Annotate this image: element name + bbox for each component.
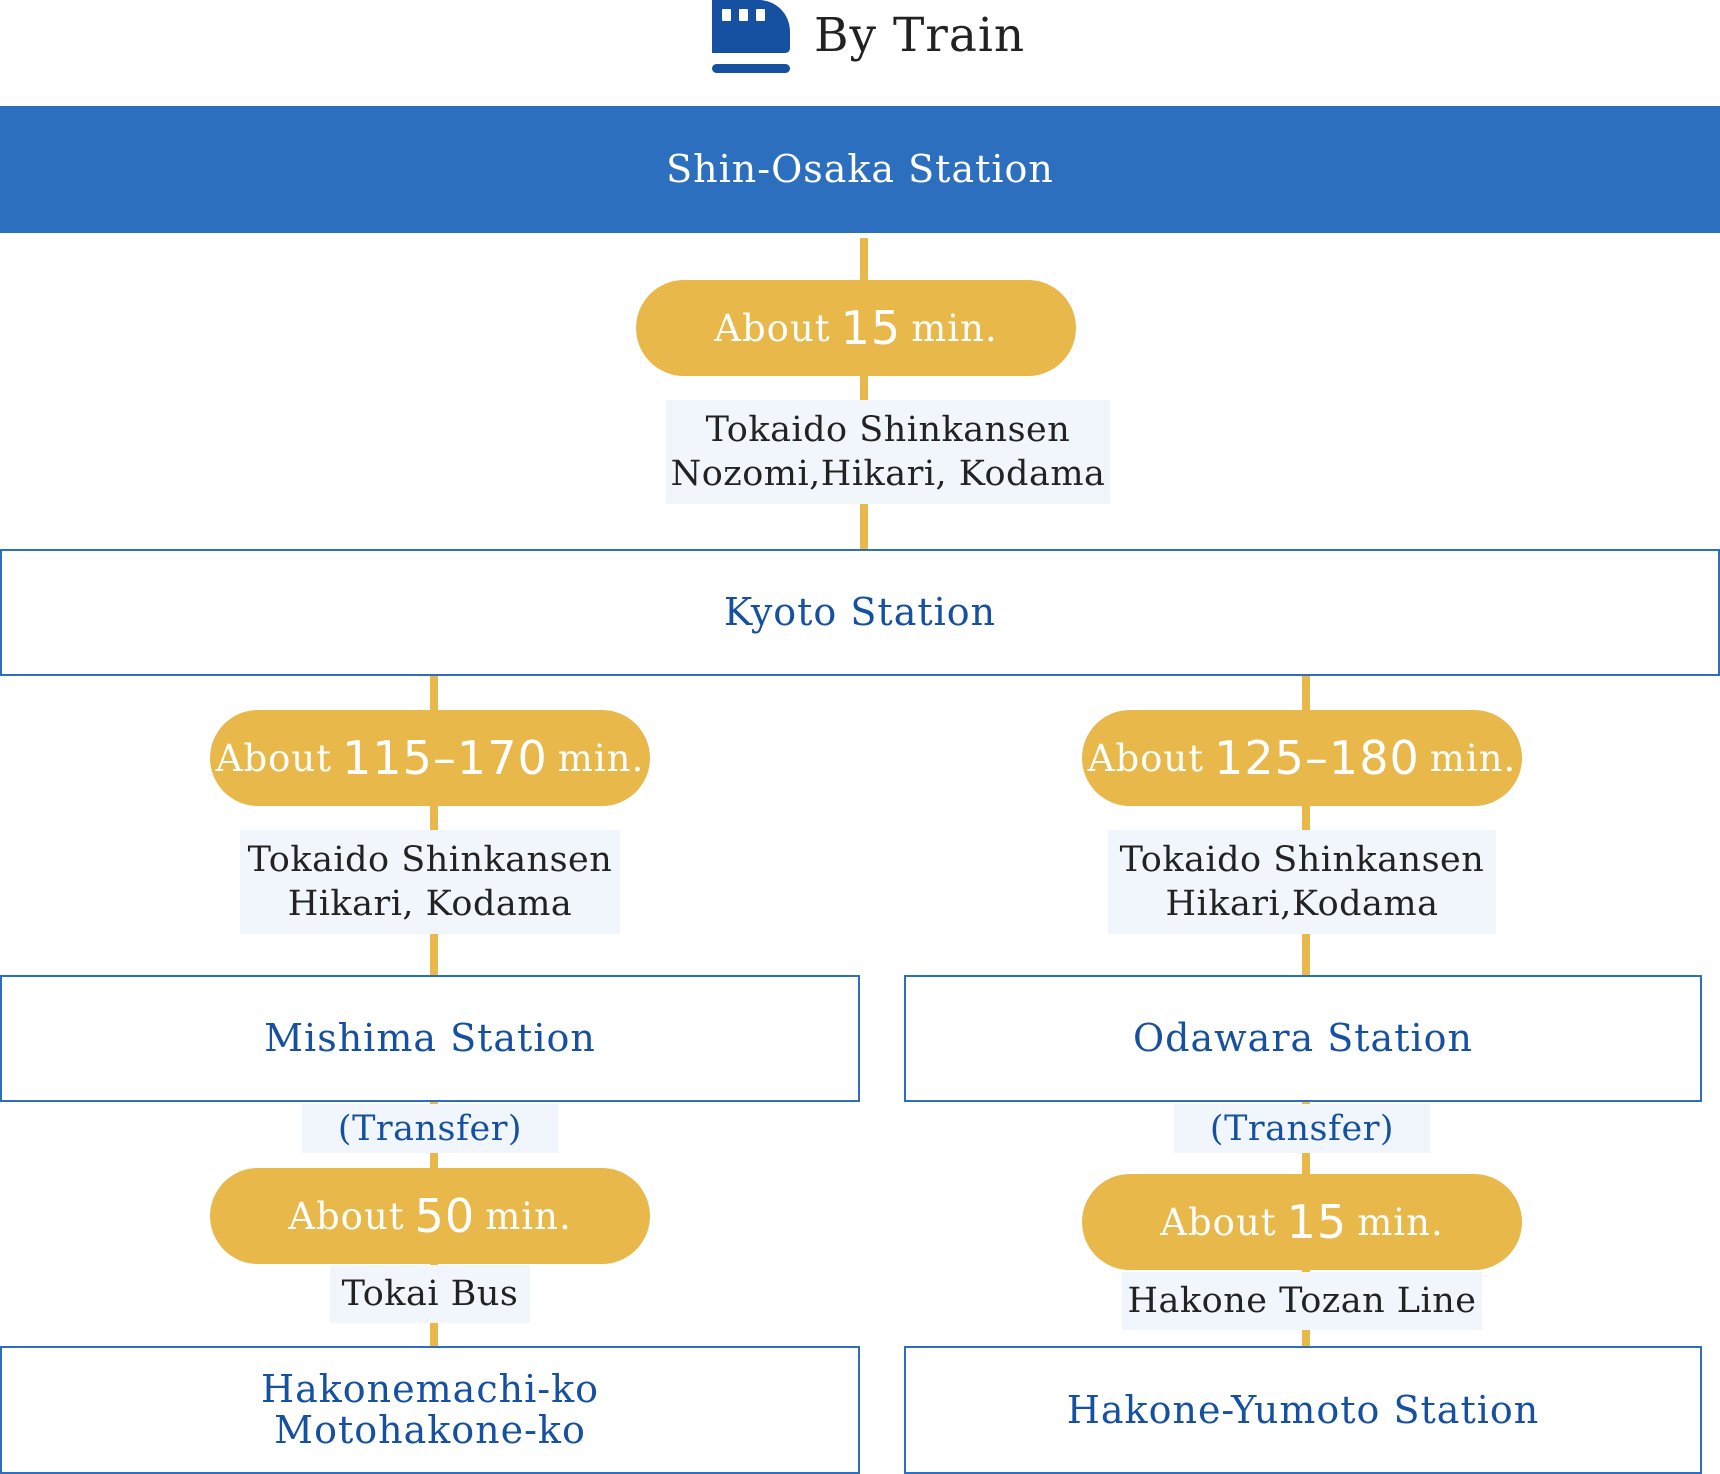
hakone-yumoto-destination: Hakone-Yumoto Station [904, 1346, 1702, 1474]
duration-number: 115–170 [342, 731, 548, 785]
transfer-label: (Transfer) [1174, 1104, 1430, 1153]
duration-prefix: About [714, 306, 831, 350]
line-name: Tokaido Shinkansen [247, 840, 613, 880]
destination-name: Hakonemachi-ko [260, 1367, 599, 1411]
duration-pill: About 115–170 min. [210, 710, 650, 806]
line-name: Hakone Tozan Line [1127, 1281, 1477, 1321]
destination-name: Hakone-Yumoto Station [1066, 1387, 1540, 1432]
duration-pill: About 50 min. [210, 1168, 650, 1264]
train-icon [712, 0, 790, 73]
duration-prefix: About [215, 736, 333, 780]
line-services: Nozomi,Hikari, Kodama [670, 454, 1106, 494]
duration-number: 15 [1286, 1195, 1348, 1249]
duration-unit: min. [485, 1194, 572, 1238]
station-name: Shin-Osaka Station [666, 147, 1054, 191]
connector-line [1302, 672, 1310, 977]
line-name: Tokaido Shinkansen [1119, 840, 1485, 880]
mishima-station: Mishima Station [0, 975, 860, 1102]
origin-station: Shin-Osaka Station [0, 106, 1720, 233]
header: By Train [0, 0, 1720, 90]
connector-line [430, 672, 438, 977]
page-title: By Train [814, 8, 1026, 63]
line-label: Tokaido Shinkansen Hikari, Kodama [240, 830, 620, 934]
duration-pill: About 125–180 min. [1082, 710, 1522, 806]
line-name: Tokai Bus [341, 1274, 519, 1314]
line-label: Tokaido Shinkansen Hikari,Kodama [1108, 830, 1496, 934]
odawara-station: Odawara Station [904, 975, 1702, 1102]
destination-name: Motohakone-ko [274, 1408, 586, 1452]
duration-pill: About 15 min. [1082, 1174, 1522, 1270]
station-name: Odawara Station [1133, 1016, 1473, 1060]
transfer-label: (Transfer) [302, 1104, 558, 1153]
line-label: Hakone Tozan Line [1122, 1272, 1482, 1330]
duration-prefix: About [288, 1194, 405, 1238]
duration-unit: min. [911, 306, 998, 350]
duration-prefix: About [1087, 736, 1205, 780]
line-services: Hikari, Kodama [287, 884, 573, 924]
hakonemachi-destination: Hakonemachi-ko Motohakone-ko [0, 1346, 860, 1474]
line-label: Tokaido Shinkansen Nozomi,Hikari, Kodama [666, 400, 1110, 504]
duration-unit: min. [557, 736, 645, 780]
duration-unit: min. [1429, 736, 1517, 780]
duration-number: 15 [840, 301, 902, 355]
line-services: Hikari,Kodama [1165, 884, 1439, 924]
station-name: Kyoto Station [723, 590, 997, 634]
duration-unit: min. [1357, 1200, 1444, 1244]
connector-line [860, 238, 868, 550]
station-name: Mishima Station [264, 1016, 596, 1060]
line-name: Tokaido Shinkansen [705, 410, 1071, 450]
hub-station: Kyoto Station [0, 549, 1720, 676]
duration-pill: About 15 min. [636, 280, 1076, 376]
duration-number: 50 [414, 1189, 476, 1243]
duration-prefix: About [1160, 1200, 1277, 1244]
line-label: Tokai Bus [330, 1265, 530, 1323]
duration-number: 125–180 [1214, 731, 1420, 785]
